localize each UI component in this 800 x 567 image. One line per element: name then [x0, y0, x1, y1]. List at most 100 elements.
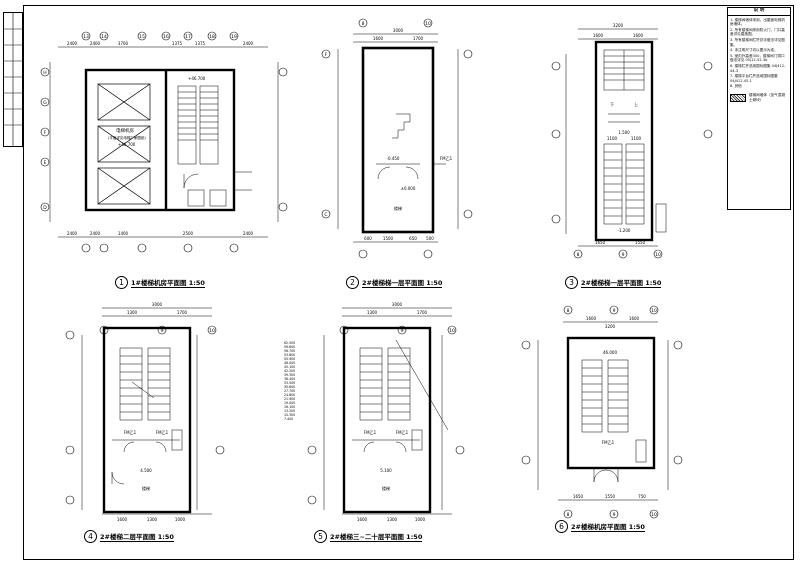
notes-title: 说 明 [728, 8, 790, 16]
caption-number: 2 [346, 276, 359, 289]
caption-text: 2#楼梯梯一层平面图 1:50 [581, 279, 662, 288]
plan2-walls [361, 46, 435, 234]
plan4-door-label: FM乙1 [124, 429, 137, 435]
plan6-grid-label: 9 [613, 308, 616, 314]
plan4-grid-label: 9 [161, 328, 164, 334]
plan1-grid-label: 19 [231, 34, 237, 40]
legend-row: 楼梯间墙体（加气混凝土砌块） [730, 93, 788, 102]
plan3-grid-label: 8 [577, 252, 580, 258]
plan2-dim: 650 [409, 236, 417, 241]
plan1-room-label: 电梯机房 [116, 127, 134, 134]
caption-number: 4 [84, 530, 97, 543]
legend-label: 楼梯间墙体（加气混凝土砌块） [749, 92, 785, 102]
plan1-grid-label: 14 [101, 34, 107, 40]
plan6-dim: 1550 [605, 494, 616, 499]
plan5-elevation: 48.000 [284, 361, 295, 365]
plan3-stair-label: 下 [610, 102, 614, 107]
plan3-dim: 3200 [613, 23, 624, 28]
plan4-dim: 1000 [175, 517, 186, 522]
plan-3-drawing: 3200 1600 1600 1.500 -1.200 下 上 1100 110… [551, 23, 713, 259]
plan1-grid-label: 13 [83, 34, 89, 40]
caption-number: 1 [115, 276, 128, 289]
plan6-grid-label: 10 [651, 308, 657, 314]
plan2-grid-label: F [325, 52, 328, 58]
plan6-dim: 1650 [573, 494, 584, 499]
plan5-elevation: 16.100 [284, 405, 295, 409]
plan2-room-label: 楼梯 [394, 205, 402, 211]
plan1-dim: 1375 [195, 41, 206, 46]
plan1-dim: 2400 [243, 231, 254, 236]
plan5-dim: 1300 [367, 310, 378, 315]
caption-plan-3: 3 2#楼梯梯一层平面图 1:50 [565, 276, 662, 289]
plan6-grid-label: 9 [613, 512, 616, 518]
plan2-grid-label: C [324, 212, 327, 218]
plan5-elevation: 36.400 [284, 377, 295, 381]
plan6-grid-label: 10 [651, 512, 657, 518]
plan6-dim: 1600 [586, 316, 597, 321]
plan1-level-label: +46.700 [118, 142, 136, 147]
plan6-grid-label: 8 [567, 512, 570, 518]
plan5-dim: 1300 [387, 517, 398, 522]
plan5-elevation: 13.200 [284, 409, 295, 413]
plan5-elevation: 27.700 [284, 389, 295, 393]
plan2-level: ±0.000 [401, 186, 416, 191]
plan5-elevation: 33.500 [284, 381, 295, 385]
plan5-level: 5.100 [380, 468, 392, 473]
caption-plan-6: 6 2#楼梯机房平面图 1:50 [555, 520, 645, 533]
plan2-dim: 600 [364, 236, 372, 241]
plan3-step-label: 1100 [631, 136, 642, 141]
plan2-grid-label: 10 [425, 21, 431, 27]
plan3-walls [594, 40, 654, 242]
plan1-room-note: (平面详见电梯厂家图纸) [108, 135, 146, 140]
plan1-dim: 3700 [118, 41, 129, 46]
caption-plan-5: 5 2#楼梯三~二十层平面图 1:50 [314, 530, 423, 543]
plan1-dim: 2400 [67, 41, 78, 46]
plan3-dim: 1650 [595, 240, 606, 245]
plan3-dim: 1600 [633, 33, 644, 38]
plan6-dim: 1600 [629, 316, 640, 321]
note-item: 5. 室内外高差300，楼梯间门洞口做法详见 05J12-52-3b [730, 53, 785, 63]
plan3-step-label: 1100 [607, 136, 618, 141]
plan5-elevation: 59.600 [284, 345, 295, 349]
note-item: 4. 未注明尺寸均以图示为准。 [730, 48, 778, 53]
plan5-door-label: FM乙1 [396, 429, 409, 435]
plan1-dim: 1400 [118, 231, 129, 236]
plan2-dim: 1500 [383, 236, 394, 241]
plan4-room-label: 楼梯 [142, 485, 150, 491]
plan1-level-label: +46.700 [188, 76, 206, 81]
plan5-grid-label: 8 [343, 328, 346, 334]
caption-text: 2#楼梯机房平面图 1:50 [571, 523, 645, 532]
plan5-elevation: 39.300 [284, 373, 295, 377]
plan2-level: -0.450 [387, 156, 400, 161]
note-item: 8. 其他 [730, 84, 742, 89]
plan5-elevation: 62.500 [284, 341, 295, 345]
plan1-grid-label: E [44, 160, 47, 166]
plan5-elevation: 45.100 [284, 365, 295, 369]
plan5-elevation: 30.600 [284, 385, 295, 389]
plan5-elevation-list: 62.500 59.600 56.700 53.800 50.900 48.00… [284, 341, 295, 421]
plan2-dim: 500 [426, 236, 434, 241]
plan5-grid-label: 10 [449, 328, 455, 334]
note-item: 1. 楼梯间墙体采用，出屋面电梯机房墙体。 [730, 17, 785, 27]
caption-text: 2#楼梯三~二十层平面图 1:50 [330, 533, 423, 542]
plan-1-drawing: +46.700 +46.700 电梯机房 (平面详见电梯厂家图纸) 2400 2… [40, 31, 288, 253]
drawing-border [23, 5, 794, 560]
plan5-dim: 1000 [415, 517, 426, 522]
plan5-room-label: 楼梯 [382, 485, 390, 491]
plan6-walls [566, 336, 656, 470]
plan6-door-label: FM乙1 [602, 439, 615, 445]
plan2-dim: 1700 [413, 36, 424, 41]
plan3-grid-label: 10 [655, 252, 661, 258]
plan1-grid-label: 17 [185, 34, 191, 40]
plan4-dim: 3000 [152, 302, 163, 307]
plan2-door-label: FM乙1 [440, 155, 453, 161]
plan1-grid-label: 18 [209, 34, 215, 40]
plan3-level: -1.200 [618, 228, 631, 233]
plan2-dim: 1600 [373, 36, 384, 41]
plan-5-drawing: 62.500 59.600 56.700 53.800 50.900 48.00… [284, 302, 465, 522]
plan5-dim: 1600 [357, 517, 368, 522]
plan5-elevation: 10.300 [284, 413, 295, 417]
binding-strip [3, 12, 23, 147]
plan4-dim: 1300 [127, 310, 138, 315]
